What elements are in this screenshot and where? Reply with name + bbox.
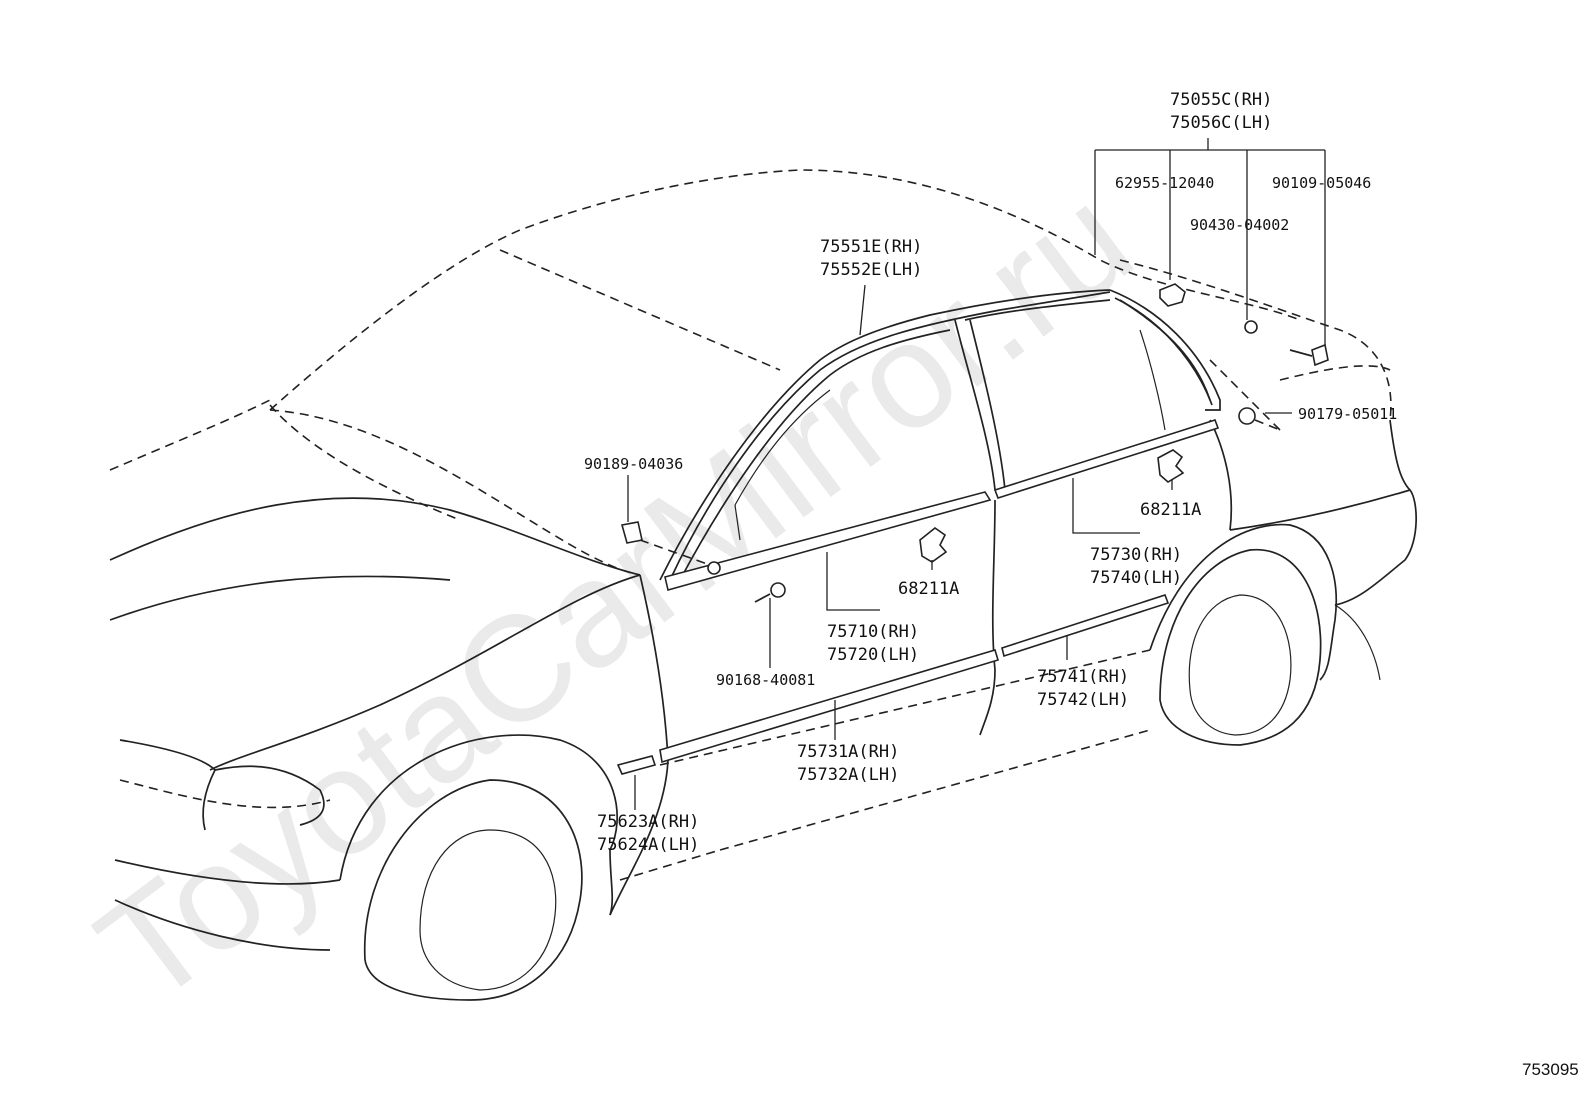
diagram-reference-number: 753095 — [1522, 1060, 1579, 1079]
label-75055C: 75055C(RH) — [1170, 90, 1272, 110]
label-75742: 75742(LH) — [1037, 690, 1129, 710]
washer-90430 — [1244, 320, 1258, 334]
label-75732A: 75732A(LH) — [797, 765, 899, 785]
label-68211A-front: 68211A — [898, 579, 959, 599]
label-75741: 75741(RH) — [1037, 667, 1129, 687]
label-62955-12040: 62955-12040 — [1115, 174, 1214, 192]
rear-belt-moulding — [993, 419, 1220, 499]
label-75710: 75710(RH) — [827, 622, 919, 642]
label-75731A: 75731A(RH) — [797, 742, 899, 762]
label-75720: 75720(LH) — [827, 645, 919, 665]
bolt-90109 — [1289, 343, 1329, 367]
front-belt-moulding — [664, 491, 992, 591]
label-75740: 75740(LH) — [1090, 568, 1182, 588]
car-body-outline — [109, 169, 1417, 1001]
label-75551E: 75551E(RH) — [820, 237, 922, 257]
label-90168-40081: 90168-40081 — [716, 671, 815, 689]
label-75623A: 75623A(RH) — [597, 812, 699, 832]
quarter-window-moulding — [1114, 297, 1213, 406]
screw-90168 — [754, 582, 786, 603]
label-90109-05046: 90109-05046 — [1272, 174, 1371, 192]
nut-front — [707, 561, 721, 575]
label-75730: 75730(RH) — [1090, 545, 1182, 565]
label-68211A-rear: 68211A — [1140, 500, 1201, 520]
label-90430-04002: 90430-04002 — [1190, 216, 1289, 234]
label-90179-05011: 90179-05011 — [1298, 405, 1397, 423]
part-labels: 75055C(RH) 75056C(LH) 62955-12040 90109-… — [584, 90, 1397, 855]
clip-62955 — [1159, 283, 1186, 307]
label-75056C: 75056C(LH) — [1170, 113, 1272, 133]
label-75624A: 75624A(LH) — [597, 835, 699, 855]
leader-lines — [627, 138, 1326, 810]
clip-rear — [1157, 449, 1185, 483]
window-frame-moulding — [669, 291, 1111, 581]
nut-90179 — [1238, 407, 1256, 425]
label-90189-04036: 90189-04036 — [584, 455, 683, 473]
parts — [616, 283, 1329, 775]
front-door-side-moulding — [659, 649, 999, 764]
label-75552E: 75552E(LH) — [820, 260, 922, 280]
rear-door-side-moulding — [1001, 594, 1170, 658]
clip-front — [919, 527, 948, 563]
fender-moulding — [616, 755, 657, 775]
